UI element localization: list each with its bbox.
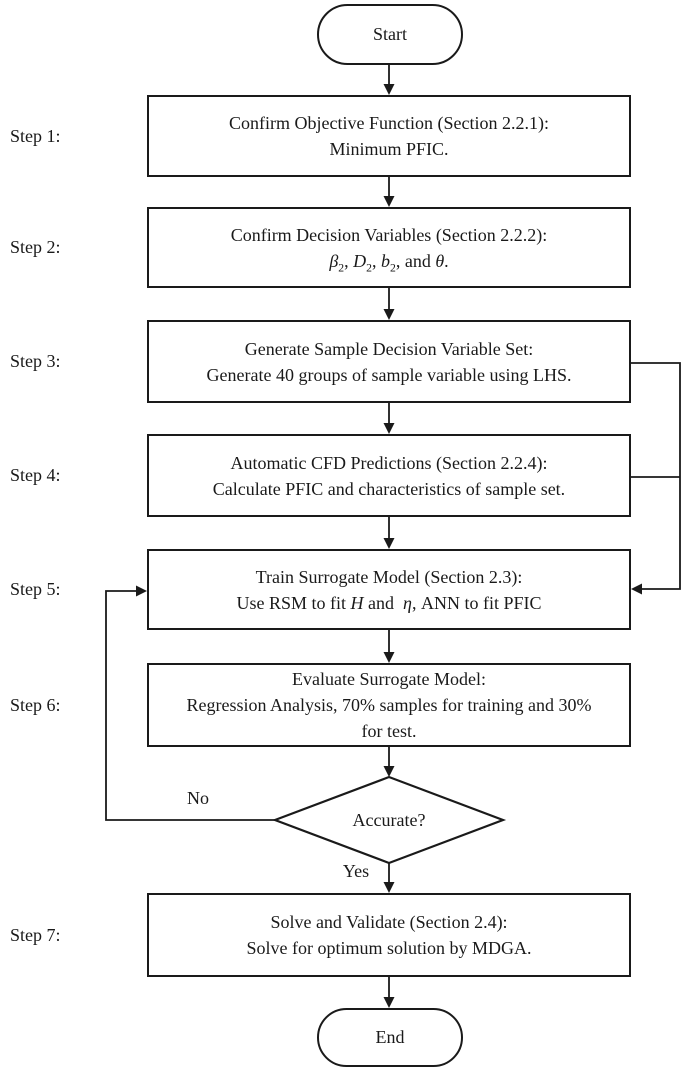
step-label-6: Step 6: <box>10 694 61 715</box>
decision-node-label: Accurate? <box>352 809 426 830</box>
end-label: End <box>375 1027 405 1047</box>
no-edge-label: No <box>187 788 209 808</box>
edge-step3-right-loop-to-step5 <box>631 362 681 590</box>
step-label-2: Step 2: <box>10 237 61 257</box>
arrowhead-right-into-step5 <box>631 583 642 595</box>
arrowhead-into-step7 <box>383 882 395 893</box>
step-label-4: Step 4: <box>10 465 61 485</box>
arrowhead-into-step6 <box>383 652 395 663</box>
box-text-line: Minimum PFIC. <box>329 139 449 159</box>
process-box-step-5: Train Surrogate Model (Section 2.3): Use … <box>147 549 631 630</box>
process-box-step-6: Evaluate Surrogate Model: Regression Anal… <box>147 663 631 747</box>
box-text-line: Solve and Validate (Section 2.4): <box>270 912 508 932</box>
box-text-line: Automatic CFD Predictions (Section 2.2.4… <box>230 452 548 473</box>
start-label: Start <box>373 24 407 44</box>
process-box-step-4: Automatic CFD Predictions (Section 2.2.4… <box>147 434 631 517</box>
arrowhead-left-into-step5 <box>136 585 147 597</box>
step-label-5: Step 5: <box>10 579 61 599</box>
arrowhead-into-step4 <box>383 423 395 434</box>
arrowhead-into-step5 <box>383 538 395 549</box>
box-text-line: Regression Analysis, 70% samples for tra… <box>186 695 592 715</box>
box-text-line: Confirm Objective Function (Section 2.2.… <box>229 113 549 133</box>
arrowhead-into-step2 <box>383 196 395 207</box>
arrowhead-into-step3 <box>383 309 395 320</box>
box-text-line: Train Surrogate Model (Section 2.3): <box>255 566 523 587</box>
arrowhead-into-step1 <box>383 84 395 95</box>
arrowhead-into-decision <box>383 766 395 777</box>
box-text-line: Confirm Decision Variables (Section 2.2.… <box>230 224 548 245</box>
box-text-line: for test. <box>361 721 417 741</box>
box-text-line: Generate 40 groups of sample variable us… <box>206 364 572 385</box>
start-node: Start <box>317 4 463 65</box>
box-text-line: Evaluate Surrogate Model: <box>292 669 486 689</box>
process-box-step-7: Solve and Validate (Section 2.4): Solve f… <box>147 893 631 977</box>
end-node: End <box>317 1008 463 1067</box>
process-box-step-2: Confirm Decision Variables (Section 2.2.… <box>147 207 631 288</box>
arrowhead-into-end <box>383 997 395 1008</box>
box-text-line: Generate Sample Decision Variable Set: <box>244 338 534 359</box>
process-box-step-3: Generate Sample Decision Variable Set: Ge… <box>147 320 631 403</box>
box-text-line: Solve for optimum solution by MDGA. <box>246 938 532 958</box>
box-text-line: Use RSM to fit H and η, ANN to fit PFIC <box>236 592 542 613</box>
step-label-1: Step 1: <box>10 125 61 146</box>
process-box-step-1: Confirm Objective Function (Section 2.2.… <box>147 95 631 177</box>
step-label-7: Step 7: <box>10 924 61 945</box>
yes-edge-label: Yes <box>342 861 370 881</box>
box-text-line: β2, D2, b2, and θ. <box>329 250 449 275</box>
box-text-line: Calculate PFIC and characteristics of sa… <box>212 478 566 499</box>
step-label-3: Step 3: <box>10 351 61 371</box>
